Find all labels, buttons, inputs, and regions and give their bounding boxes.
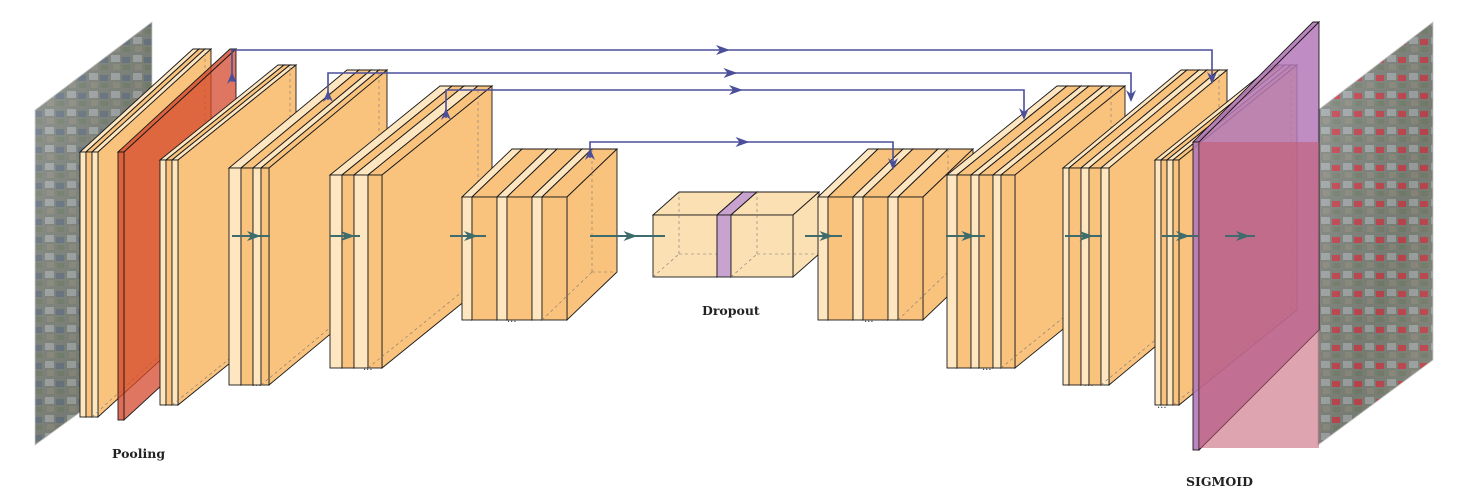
flow-arrow-7 <box>1065 231 1102 241</box>
sigmoid-label: SIGMOID <box>1186 474 1253 489</box>
flow-arrow-3 <box>450 231 486 241</box>
segmented-aerial-photo-image <box>1317 20 1434 446</box>
skip-connection-1 <box>227 45 1217 84</box>
flow-arrow-1 <box>232 231 270 241</box>
flow-arrow-9 <box>1225 231 1255 241</box>
ellipsis-4: ... <box>864 314 874 325</box>
ellipsis-7: ... <box>1157 400 1167 411</box>
conv-block-5-layer-6 <box>540 147 619 322</box>
flow-arrow-5 <box>805 231 842 241</box>
flow-arrow-6 <box>946 231 985 241</box>
ellipsis-6: ... <box>1084 378 1094 389</box>
flow-arrow-8 <box>1162 231 1198 241</box>
sigmoid-overlay <box>1199 142 1319 448</box>
skip-connection-4 <box>585 137 898 170</box>
ellipsis-2: ... <box>363 362 373 373</box>
skip-connection-2 <box>323 68 1136 102</box>
skip-connection-3 <box>441 85 1029 120</box>
flow-arrow-2 <box>330 231 360 241</box>
flow-arrow-4 <box>590 231 665 241</box>
dropout-label: Dropout <box>702 303 760 318</box>
ellipsis-1: ... <box>252 378 262 389</box>
ellipsis-5: ... <box>982 362 992 373</box>
dropout-right <box>729 191 821 278</box>
ellipsis-3: ... <box>507 314 517 325</box>
pooling-label: Pooling <box>112 446 166 461</box>
